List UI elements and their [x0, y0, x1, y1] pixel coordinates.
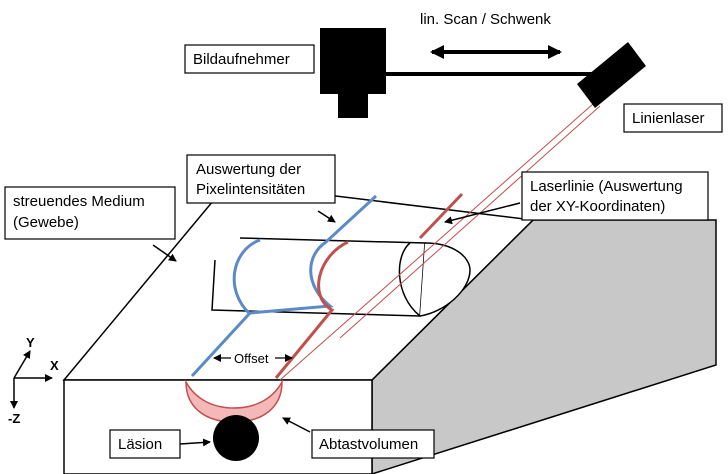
lesion-pointer — [179, 438, 211, 447]
offset-label: Offset — [234, 351, 269, 366]
axis-icon — [10, 350, 53, 409]
laserline-label-box — [521, 171, 709, 221]
camera-label-box — [184, 44, 315, 74]
medium-pointer — [152, 244, 177, 262]
offset-label-bg — [231, 350, 275, 366]
volume-label-box — [311, 429, 435, 459]
laser-beam — [279, 103, 594, 381]
pixel-intensity-curve — [232, 238, 261, 316]
lesion-label-box — [109, 429, 181, 459]
laser-beam — [339, 105, 601, 339]
laserline-label-line2: der XY-Koordinaten) — [530, 198, 665, 215]
pixel-pointer — [317, 210, 336, 223]
laser-line — [418, 192, 464, 240]
laserline-label-line1: Laserlinie (Auswertung — [530, 178, 683, 195]
axis-y-label: Y — [26, 335, 35, 350]
medium-label-line2: (Gewebe) — [13, 214, 79, 231]
axis-x-label: X — [50, 358, 59, 373]
medium-label-box — [4, 186, 176, 240]
pixel-intensity-line — [190, 194, 378, 378]
pixel-label-line2: Pixelintensitäten — [196, 181, 305, 198]
pixel-label-box — [186, 154, 336, 204]
laser-label: Linienlaser — [632, 110, 705, 127]
laserline-pointer — [444, 202, 521, 225]
laser-device-icon — [577, 42, 646, 108]
pixel-label-line1: Auswertung der — [196, 161, 301, 178]
sampling-volume — [185, 379, 283, 423]
volume-pointer — [282, 417, 311, 433]
cylinder — [211, 237, 471, 317]
medium-label-line1: streuendes Medium — [13, 193, 145, 210]
axis-z-label: -Z — [8, 411, 20, 426]
camera-label: Bildaufnehmer — [193, 51, 290, 68]
scan-label: lin. Scan / Schwenk — [420, 11, 551, 28]
lesion — [213, 415, 259, 461]
laser-label-box — [623, 103, 723, 133]
volume-label: Abtastvolumen — [319, 436, 418, 453]
laser-line-curve — [274, 240, 349, 379]
camera-icon — [320, 28, 386, 118]
lesion-label: Läsion — [118, 436, 162, 453]
